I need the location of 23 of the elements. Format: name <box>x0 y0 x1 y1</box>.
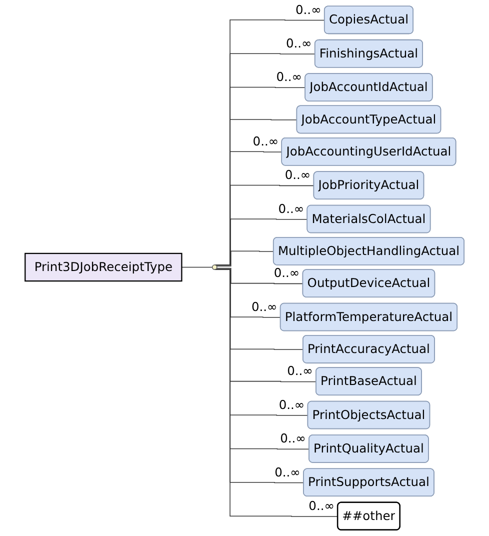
node-label: 0..∞ <box>280 431 306 446</box>
connector <box>214 53 316 266</box>
node-label: 0..∞ <box>286 364 313 378</box>
node-label: 0..∞ <box>308 498 334 514</box>
connector <box>216 268 304 284</box>
connector <box>181 266 213 268</box>
node-label: 0..∞ <box>278 397 305 412</box>
connector <box>214 269 338 517</box>
node-box: Print3DJobReceiptType <box>24 252 182 282</box>
node-label: 0..∞ <box>252 134 278 149</box>
node-label: 0..∞ <box>274 464 300 480</box>
node-label: 0..∞ <box>284 168 311 182</box>
node-label: 0..∞ <box>251 299 278 314</box>
node-label: 0..∞ <box>295 2 322 17</box>
connector <box>215 218 308 266</box>
node-label: 0..∞ <box>278 201 304 216</box>
node-circle <box>212 264 218 270</box>
node-label: 0..∞ <box>286 36 312 51</box>
connector <box>216 250 274 267</box>
node-label: 0..∞ <box>276 70 302 84</box>
connector <box>214 20 326 266</box>
connector <box>214 184 314 266</box>
node-label: 0..∞ <box>274 266 300 280</box>
